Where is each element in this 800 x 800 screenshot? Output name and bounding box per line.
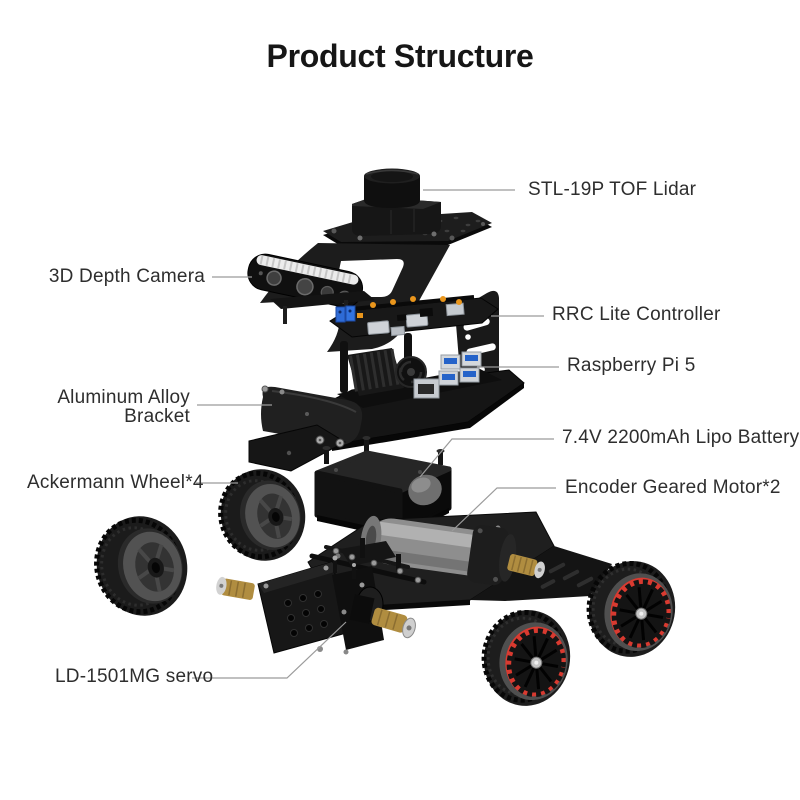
wheel-rear-right-illustration [586, 560, 676, 657]
label-raspberry-pi: Raspberry Pi 5 [567, 355, 696, 376]
label-servo: LD-1501MG servo [55, 666, 214, 687]
label-aluminum-bracket-line1: Aluminum Alloy [57, 387, 190, 408]
wheel-front-left-illustration [218, 469, 306, 561]
lidar-illustration [323, 168, 492, 246]
wheel-front-right-illustration [481, 609, 571, 706]
label-controller: RRC Lite Controller [552, 304, 721, 325]
page-title: Product Structure [266, 38, 534, 74]
label-depth-camera: 3D Depth Camera [48, 266, 205, 287]
label-aluminum-bracket: Aluminum Alloy Bracket [57, 388, 190, 426]
label-aluminum-bracket-line2: Bracket [124, 406, 190, 427]
front-axle-brass [371, 607, 416, 639]
leader-lines [192, 189, 559, 679]
leader-battery [419, 438, 554, 478]
wheel-rear-left-illustration [94, 516, 188, 616]
raspberry-pi-illustration [291, 333, 525, 451]
label-wheel: Ackermann Wheel*4 [27, 472, 204, 493]
label-motor: Encoder Geared Motor*2 [565, 477, 781, 498]
leader-motor [451, 487, 556, 532]
aluminum-bracket-illustration [248, 385, 363, 472]
label-lidar: STL-19P TOF Lidar [528, 179, 697, 200]
leader-servo [192, 621, 347, 679]
motor-illustration [360, 515, 545, 586]
controller-illustration [329, 295, 499, 338]
servo-illustration [216, 555, 416, 655]
rear-axle-brass [507, 554, 545, 579]
label-battery: 7.4V 2200mAh Lipo Battery [562, 427, 800, 448]
